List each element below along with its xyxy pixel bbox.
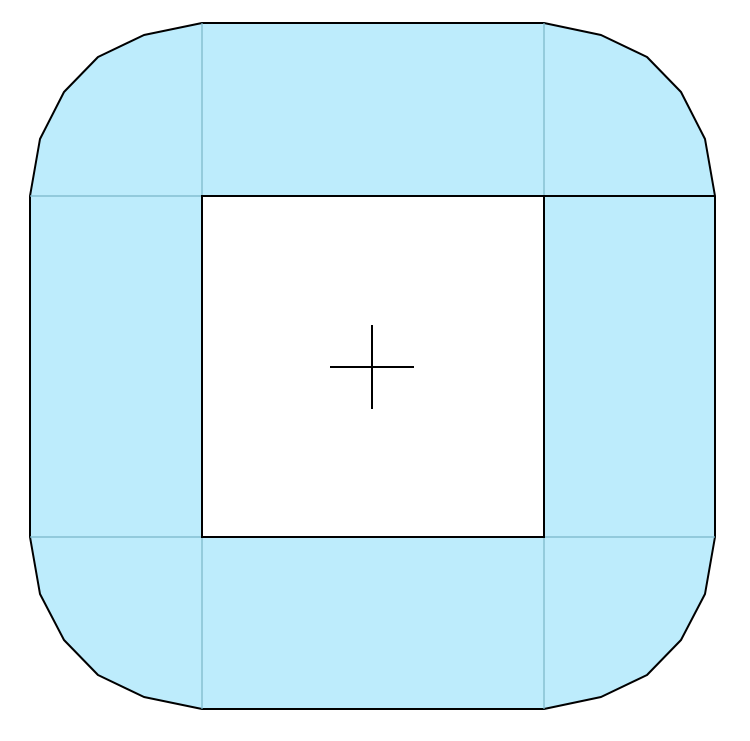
band-dividers [30, 23, 715, 709]
crosshair-icon [330, 325, 414, 409]
